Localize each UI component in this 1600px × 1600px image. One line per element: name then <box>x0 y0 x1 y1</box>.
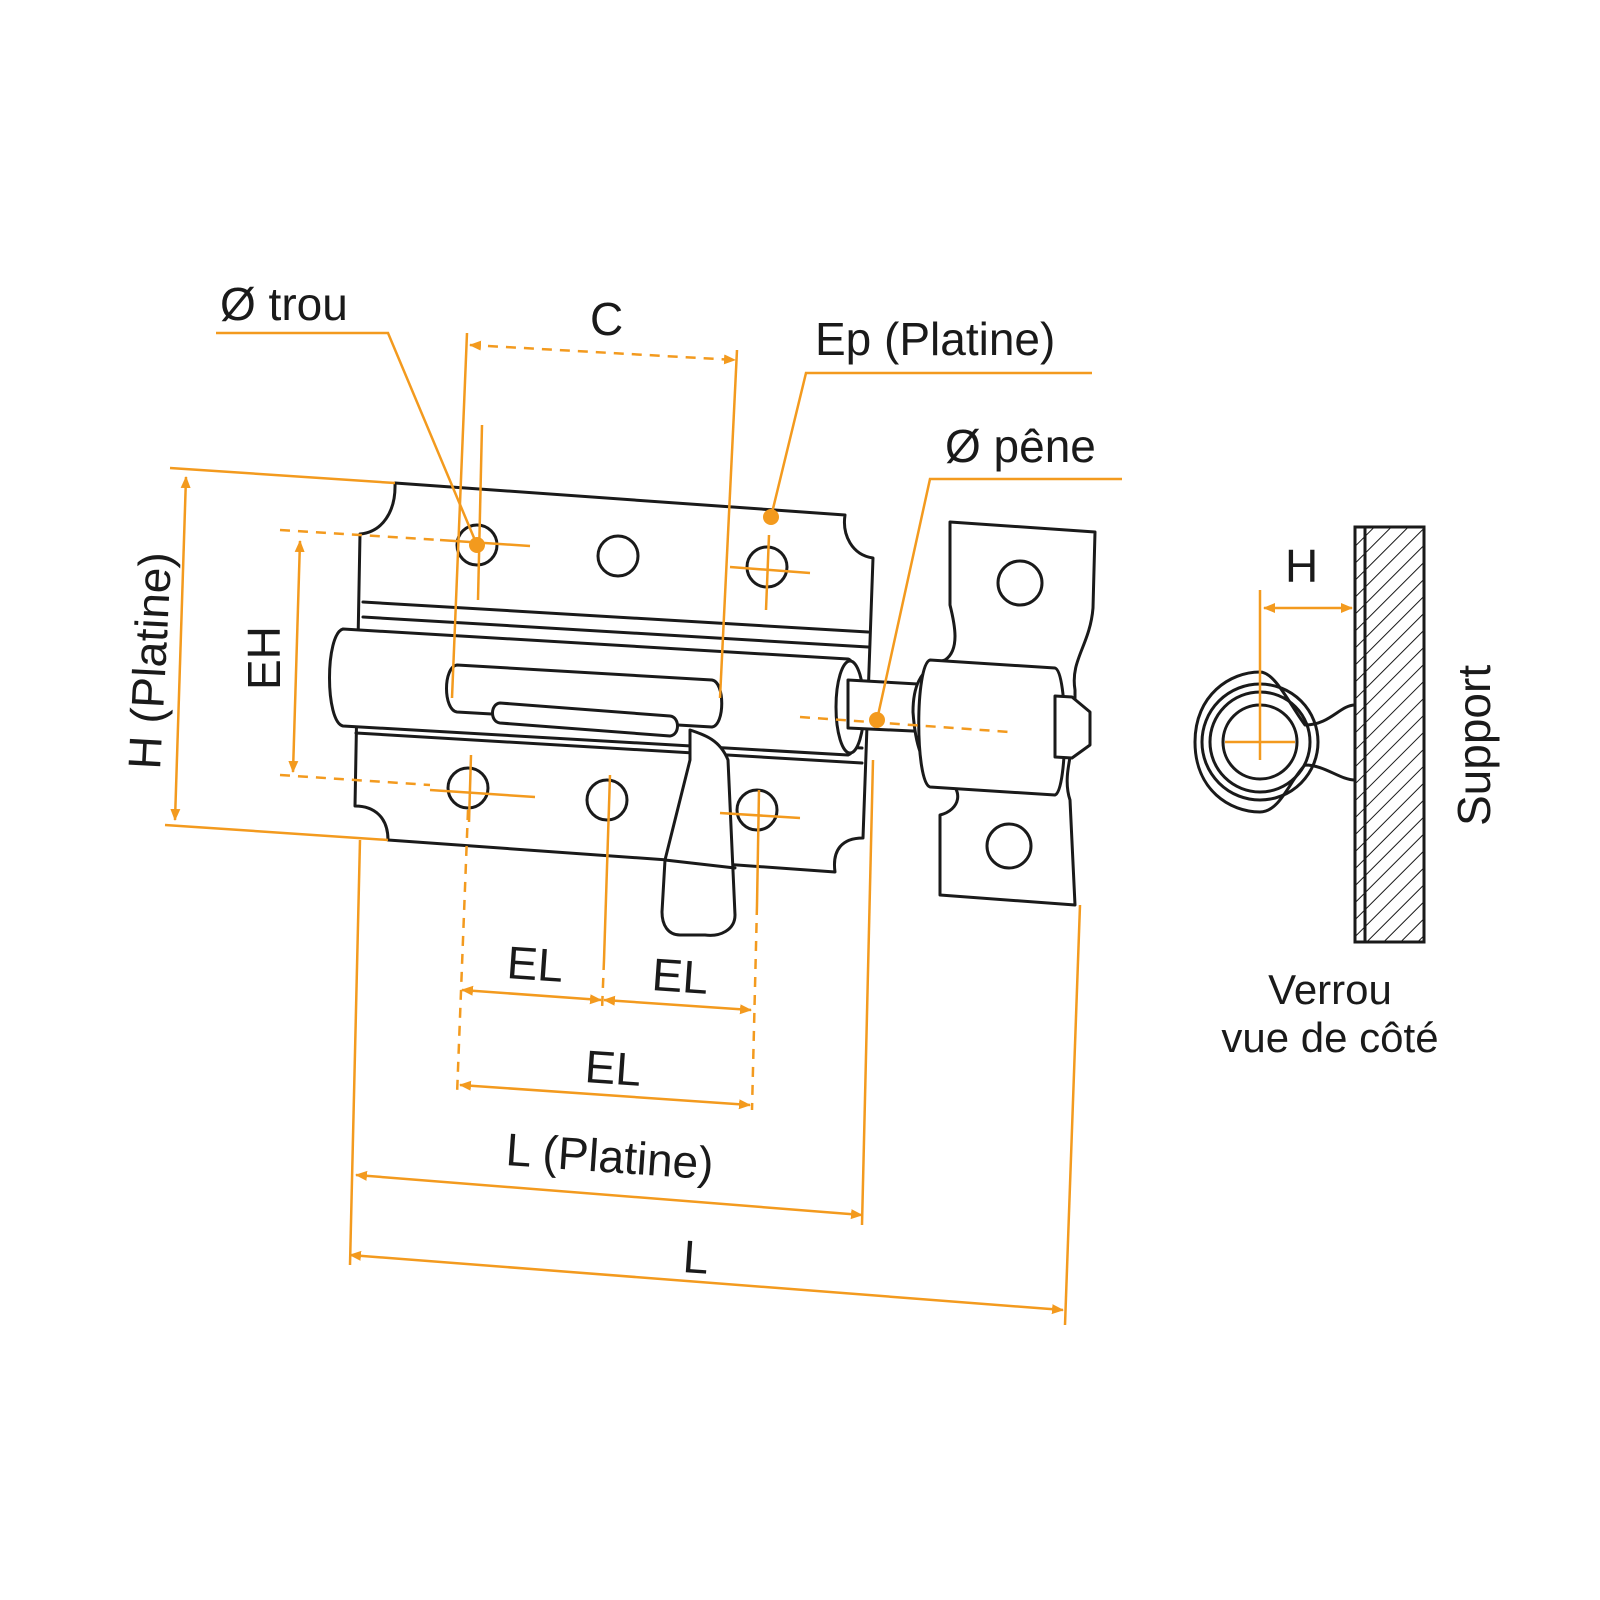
upper-rail-line <box>361 600 870 634</box>
bolt-diameter-label: Ø pêne <box>945 420 1096 472</box>
side-view <box>1193 525 1426 944</box>
side-height-label: H <box>1285 540 1318 592</box>
upper-rail-line-2 <box>361 615 870 649</box>
bolt-front-view <box>328 481 1097 937</box>
keeper-collar <box>917 658 1067 797</box>
hole-height-spacing-label: EH <box>238 626 290 690</box>
keeper-hole <box>985 822 1033 870</box>
side-caption-line2: vue de côté <box>1221 1014 1438 1061</box>
mounting-hole <box>585 778 629 822</box>
bolt-handle-edge <box>663 858 737 870</box>
plate-length-label: L (Platine) <box>504 1123 715 1189</box>
side-caption-line1: Verrou <box>1268 966 1392 1013</box>
mounting-hole <box>735 788 779 832</box>
labels: Ø trou C Ep (Platine) Ø pêne H (Platine)… <box>118 278 1500 1284</box>
bolt-handle <box>660 728 737 937</box>
dimension-lines <box>164 331 1122 1326</box>
support-label: Support <box>1448 665 1500 826</box>
hole-length-spacing-left-label: EL <box>505 936 565 992</box>
plate-thickness-label: Ep (Platine) <box>815 313 1055 365</box>
center-spacing-label: C <box>590 293 623 345</box>
mounting-hole <box>446 766 490 810</box>
total-length-label: L <box>681 1230 710 1284</box>
hole-length-spacing-total-label: EL <box>583 1040 643 1096</box>
mounting-hole <box>596 534 640 578</box>
keeper-hole <box>996 559 1044 607</box>
bolt-tip <box>1053 694 1092 760</box>
bolt-slot-inner <box>491 701 679 738</box>
lower-rail-line-2 <box>354 731 864 765</box>
plate-height-label: H (Platine) <box>118 551 181 771</box>
hole-length-spacing-right-label: EL <box>650 948 710 1004</box>
hole-diameter-label: Ø trou <box>220 278 348 330</box>
